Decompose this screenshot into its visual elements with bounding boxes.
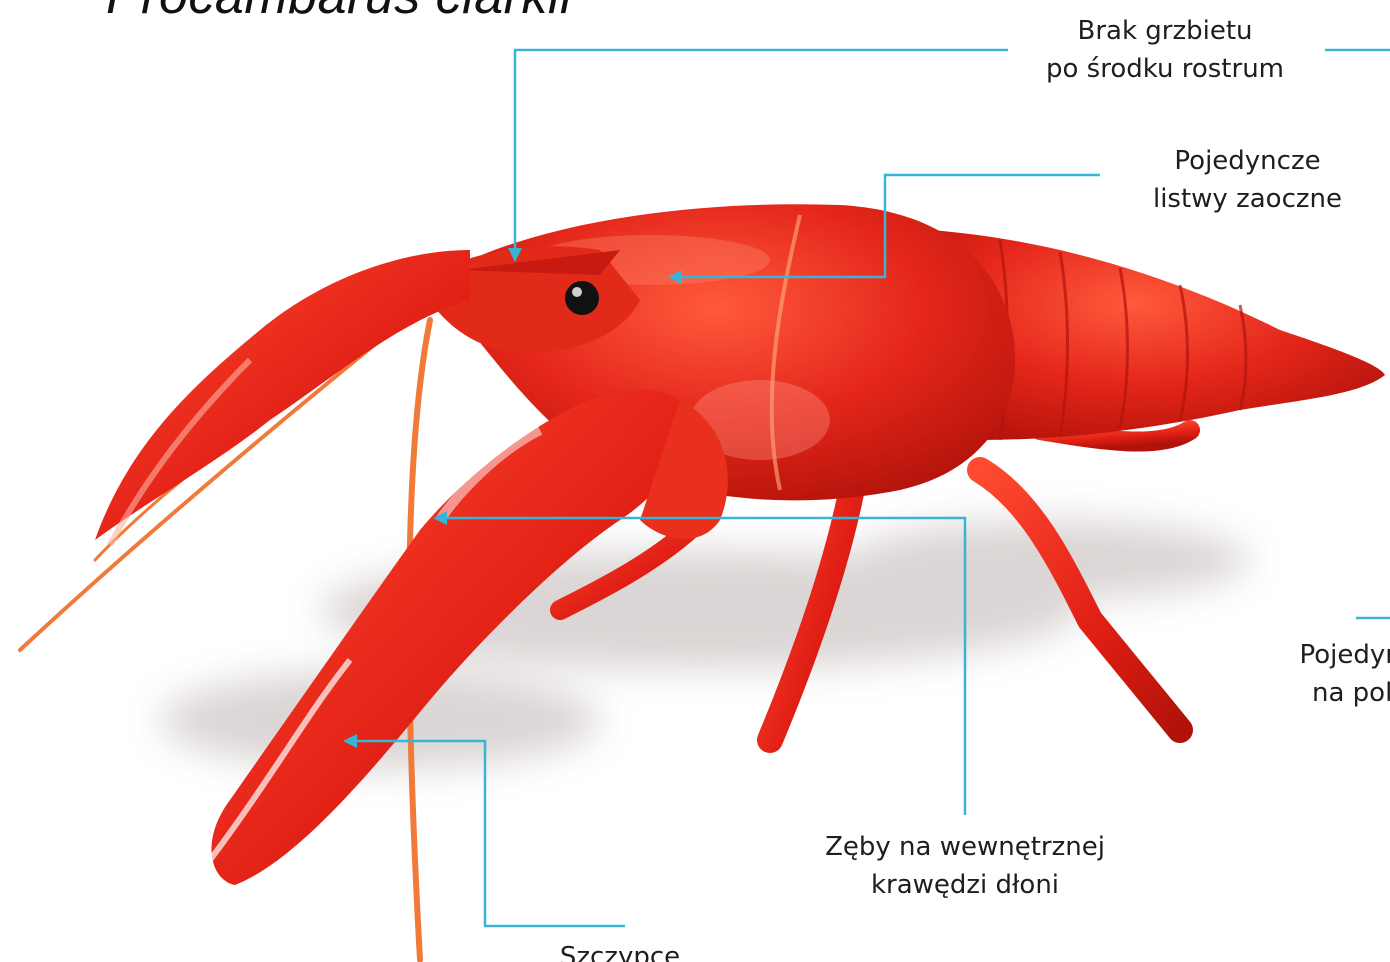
label-szczypce: Szczypce <box>520 938 720 962</box>
label-zeby-line2: krawędzi dłoni <box>790 866 1140 904</box>
label-zeby: Zęby na wewnętrznej krawędzi dłoni <box>790 828 1140 904</box>
diagram-title: Procambarus clarkii <box>106 0 572 26</box>
label-szczypce-line1: Szczypce <box>520 938 720 962</box>
label-policzek-line2: na policzka <box>1205 674 1390 712</box>
label-policzek-line1: Pojedyncze g <box>1205 636 1390 674</box>
label-listwy-line1: Pojedyncze <box>1120 142 1375 180</box>
label-rostrum-line2: po środku rostrum <box>1010 50 1320 88</box>
label-rostrum: Brak grzbietu po środku rostrum <box>1010 12 1320 88</box>
label-listwy: Pojedyncze listwy zaoczne <box>1120 142 1375 218</box>
label-rostrum-line1: Brak grzbietu <box>1010 12 1320 50</box>
label-listwy-line2: listwy zaoczne <box>1120 180 1375 218</box>
label-policzek: Pojedyncze g na policzka <box>1205 636 1390 712</box>
label-zeby-line1: Zęby na wewnętrznej <box>790 828 1140 866</box>
